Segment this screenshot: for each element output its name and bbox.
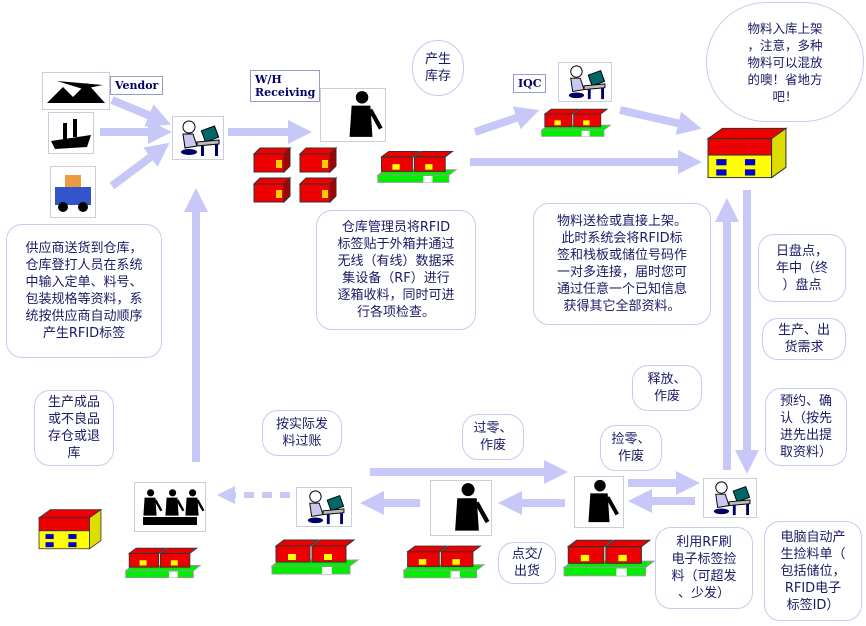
callout-count: 日盘点， 年中（终 ）盘点 xyxy=(758,234,846,302)
truck-icon xyxy=(50,166,96,218)
callout-post: 按实际发 料过账 xyxy=(262,410,342,456)
vendor-label: Vendor xyxy=(110,76,164,95)
callout-inspect: 物料送检或直接上架。 此时系统会将RFID标 签和栈板或储位号码作 一对多连接，… xyxy=(533,203,711,325)
ship-icon xyxy=(48,112,94,154)
pick-pallet-icon xyxy=(563,539,655,577)
warehouse-worker-icon xyxy=(320,88,386,142)
callout-pass-zero: 过零、 作废 xyxy=(462,414,524,460)
ship-pallet-icon xyxy=(403,545,485,579)
pallet-icon xyxy=(377,150,457,183)
callout-receiving: 仓库管理员将RFID 标签贴于外箱并通过 无线（有线）数据采 集设备（RF）进行… xyxy=(316,210,476,330)
post-pallet-icon xyxy=(271,539,359,575)
meeting-icon xyxy=(134,482,206,532)
callout-pick-zero: 捡零、 作废 xyxy=(600,425,662,471)
callout-auto-pick: 电脑自动产 生捡料单（ 包括储位， RFID电子 标签ID） xyxy=(764,521,862,621)
callout-release: 释放、 作废 xyxy=(632,365,702,411)
iqc-pallet-icon xyxy=(541,108,611,137)
callout-ship: 点交/ 出货 xyxy=(498,542,556,584)
computer-clerk-icon xyxy=(703,478,757,518)
iqc-label: IQC xyxy=(513,74,547,93)
clerk-computer-icon xyxy=(172,116,224,160)
callout-rf-pick: 利用RF刷 电子标签捡 料（可超发 、少发） xyxy=(655,527,753,609)
red-cartons-icon xyxy=(253,147,337,203)
receiving-label: W/H Receiving xyxy=(250,70,321,102)
iqc-clerk-icon xyxy=(558,62,612,102)
callout-demand: 生产、出 货需求 xyxy=(762,318,846,360)
callout-vendor: 供应商送货到仓库， 仓库登打人员在系统 中输入定单、料号、 包装规格等资料，系 … xyxy=(6,224,162,358)
callout-stock: 产生 库存 xyxy=(412,40,464,96)
picker-icon xyxy=(574,476,624,528)
callout-reserve: 预约、确 认（按先 进先出提 取资料） xyxy=(765,388,847,466)
shelf-stack-icon xyxy=(707,127,787,179)
return-pallet-icon xyxy=(125,547,201,579)
callout-shelf: 物料入库上架 ，注意，多种 物料可以混放 的噢！省地方 吧！ xyxy=(706,2,864,122)
airplane-icon xyxy=(42,72,110,110)
product-stack-icon xyxy=(38,509,102,550)
posting-clerk-icon xyxy=(296,487,352,527)
worker-icon xyxy=(430,480,492,536)
callout-return: 生产成品 或不良品 存仓或退 库 xyxy=(34,390,114,466)
